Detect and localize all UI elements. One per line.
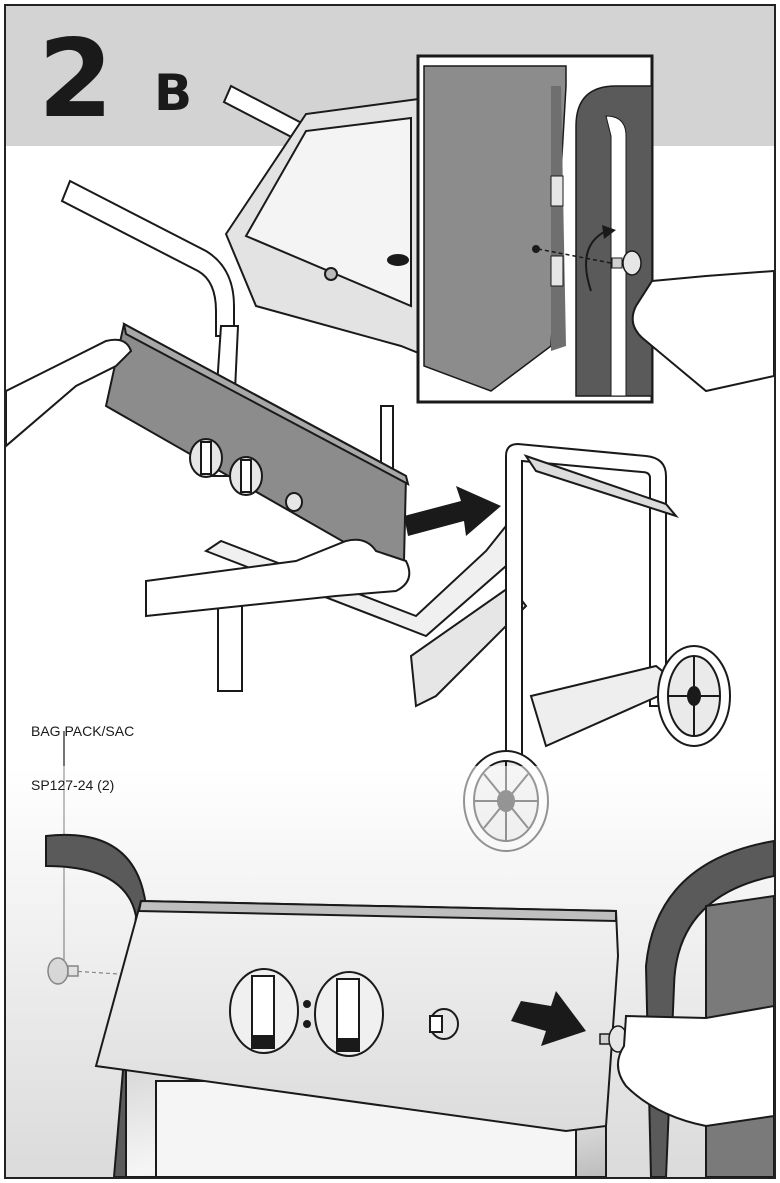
part-callout-line2: SP127-24 (2) <box>31 777 115 793</box>
wheel-icon <box>657 645 731 747</box>
assembly-illustration <box>6 54 774 1177</box>
firebox-basin <box>224 96 427 358</box>
rotate-arrow-icon <box>585 225 616 292</box>
hand-icon <box>6 338 411 618</box>
step-letter: B <box>154 64 193 122</box>
knob-icon <box>229 456 263 496</box>
knob-icon <box>189 438 223 478</box>
arrow-right-icon <box>404 486 501 536</box>
inset-detail <box>416 54 774 404</box>
arrow-right-icon <box>511 991 586 1046</box>
thumb-screw-icon <box>599 1025 628 1053</box>
thumb-screw-icon <box>611 250 642 276</box>
knob-icon <box>314 971 384 1057</box>
step-number: 2 <box>38 17 113 142</box>
knob-icon <box>229 968 299 1054</box>
control-panel-dark <box>104 322 410 568</box>
part-callout-label: BAG PACK/SAC SP127-24 (2) <box>31 686 134 830</box>
hand-icon <box>631 269 774 393</box>
instruction-page: 2 B <box>4 4 776 1179</box>
part-callout-line1: BAG PACK/SAC <box>31 723 135 739</box>
control-panel-detail <box>94 899 620 1133</box>
hand-icon <box>617 1004 774 1128</box>
